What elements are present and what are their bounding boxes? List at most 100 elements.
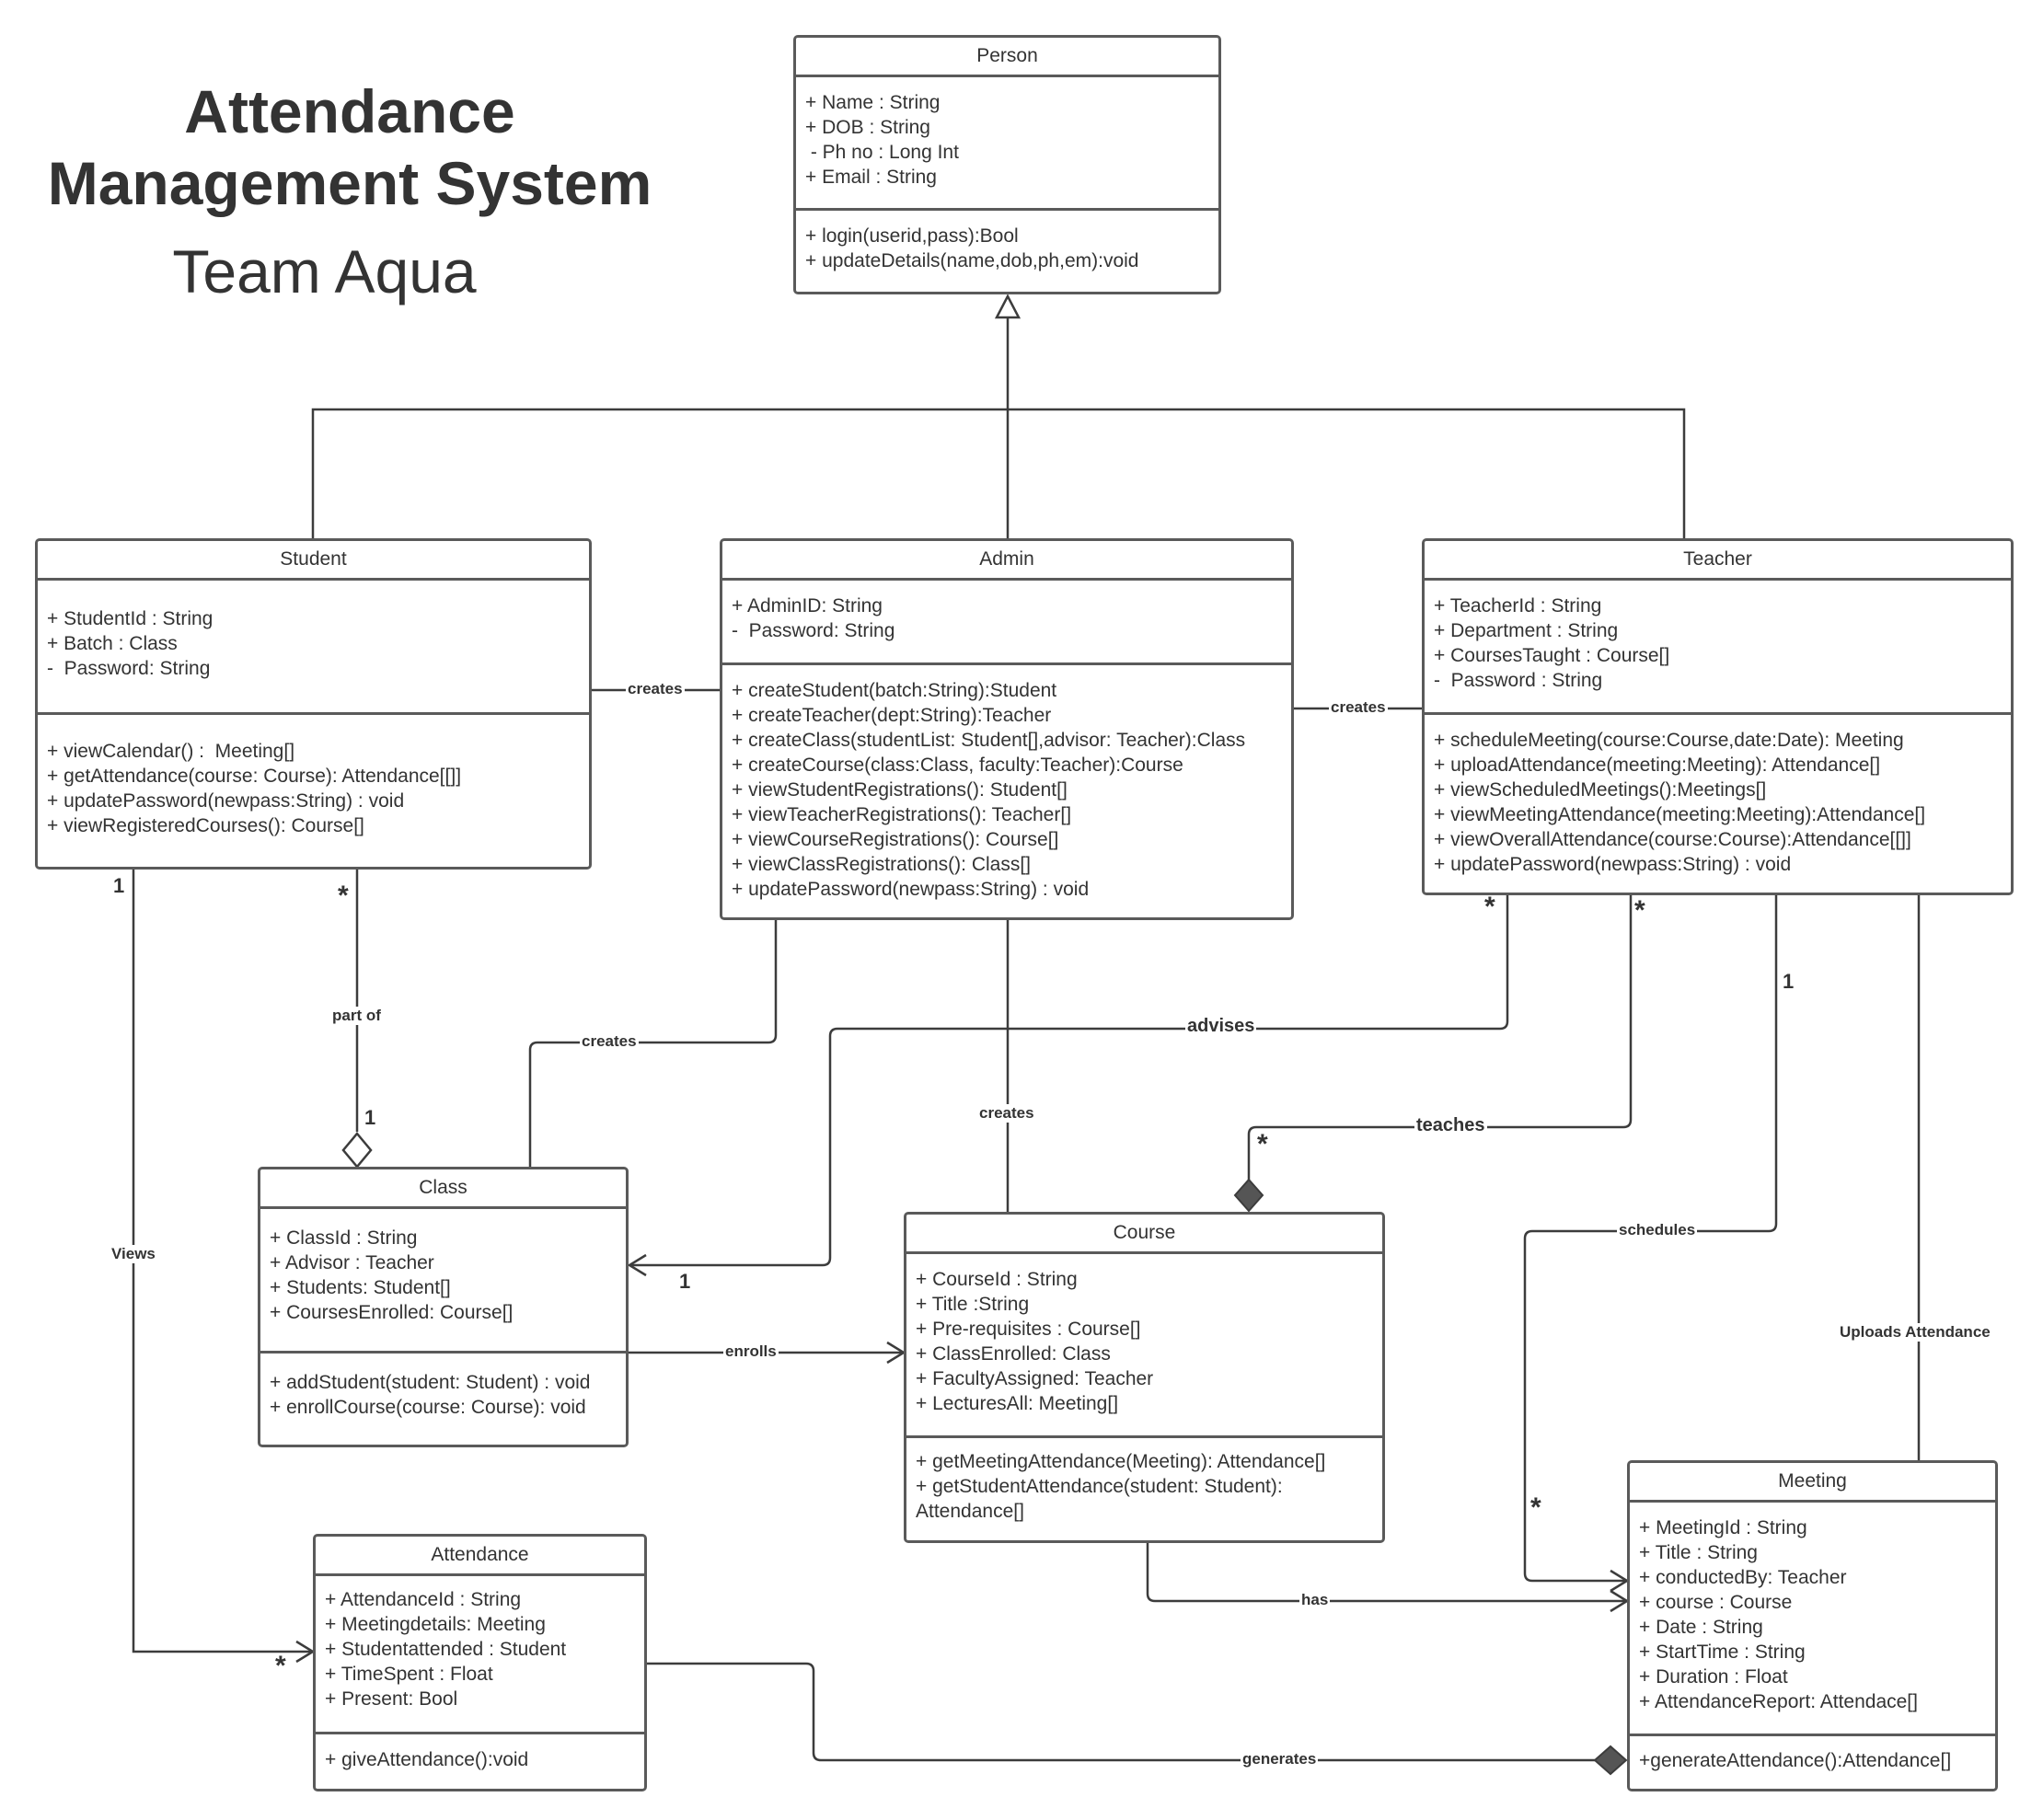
attribute: + AdminID: String xyxy=(732,595,883,616)
method: + giveAttendance():void xyxy=(325,1749,529,1770)
multiplicity: * xyxy=(338,881,349,911)
attributes: + AdminID: String - Password: String xyxy=(722,581,1291,665)
composition-diamond-meeting xyxy=(1593,1745,1628,1776)
class-name: Attendance xyxy=(316,1537,644,1576)
attribute: + TeacherId : String xyxy=(1434,595,1602,616)
generalization-arrowhead xyxy=(994,294,1022,319)
method: + viewClassRegistrations(): Class[] xyxy=(732,854,1032,875)
attribute: + Name : String xyxy=(805,92,941,113)
attribute: + DOB : String xyxy=(805,117,930,138)
attribute: + Batch : Class xyxy=(47,633,178,654)
attribute: + Meetingdetails: Meeting xyxy=(325,1614,546,1635)
methods: + giveAttendance():void xyxy=(316,1734,644,1772)
method: Attendance[] xyxy=(916,1501,1024,1522)
attribute: + course : Course xyxy=(1639,1592,1793,1613)
method: + createClass(studentList: Student[],adv… xyxy=(732,730,1246,751)
relation-label-student-class: part of xyxy=(330,1007,383,1025)
attribute: + ClassEnrolled: Class xyxy=(916,1343,1111,1365)
method: + addStudent(student: Student) : void xyxy=(270,1372,591,1393)
method: + login(userid,pass):Bool xyxy=(805,225,1019,247)
class-person: Person + Name : String + DOB : String - … xyxy=(793,35,1221,294)
methods: +generateAttendance():Attendance[] xyxy=(1630,1736,1995,1773)
relation-label-student-attendance: Views xyxy=(110,1245,157,1263)
method: + createTeacher(dept:String):Teacher xyxy=(732,705,1052,726)
attribute: + AttendanceId : String xyxy=(325,1589,522,1610)
multiplicity: * xyxy=(1530,1492,1541,1523)
relation-label-admin-class: creates xyxy=(580,1032,639,1051)
method: + uploadAttendance(meeting:Meeting): Att… xyxy=(1434,754,1881,776)
attribute: + Title :String xyxy=(916,1294,1030,1315)
methods: + scheduleMeeting(course:Course,date:Dat… xyxy=(1425,715,2011,877)
relation-label-teacher-course: teaches xyxy=(1414,1115,1487,1135)
attribute: + Pre-requisites : Course[] xyxy=(916,1319,1141,1340)
class-name: Person xyxy=(796,38,1218,77)
multiplicity: * xyxy=(1484,892,1495,922)
method: + updatePassword(newpass:String) : void xyxy=(732,879,1090,900)
advises-arrowhead xyxy=(627,1253,647,1277)
attribute: + CourseId : String xyxy=(916,1269,1078,1290)
method: + getStudentAttendance(student: Student)… xyxy=(916,1476,1283,1497)
method: + viewOverallAttendance(course:Course):A… xyxy=(1434,829,1911,850)
class-meeting: Meeting + MeetingId : String + Title : S… xyxy=(1627,1460,1998,1791)
aggregation-diamond xyxy=(341,1132,373,1169)
method: + createCourse(class:Class, faculty:Teac… xyxy=(732,754,1183,776)
attributes: + MeetingId : String + Title : String + … xyxy=(1630,1503,1995,1736)
relation-label-course-meeting: has xyxy=(1299,1591,1331,1609)
attribute: + Email : String xyxy=(805,167,937,188)
attributes: + TeacherId : String + Department : Stri… xyxy=(1425,581,2011,715)
class-name: Admin xyxy=(722,541,1291,581)
attribute: + Students: Student[] xyxy=(270,1277,451,1298)
relation-label-admin-student: creates xyxy=(626,680,685,698)
class-teacher: Teacher + TeacherId : String + Departmen… xyxy=(1422,538,2014,895)
method: + viewScheduledMeetings():Meetings[] xyxy=(1434,779,1767,801)
method: + viewCalendar() : Meeting[] xyxy=(47,741,295,762)
method: + enrollCourse(course: Course): void xyxy=(270,1397,586,1418)
multiplicity: 1 xyxy=(364,1106,376,1129)
diagram-subtitle: Team Aqua xyxy=(172,237,477,305)
attributes: + ClassId : String + Advisor : Teacher +… xyxy=(260,1209,626,1353)
attribute: + Department : String xyxy=(1434,620,1619,641)
course-meeting-line xyxy=(1146,1543,1627,1603)
teacher-course-line xyxy=(1247,895,1633,1180)
attribute: + MeetingId : String xyxy=(1639,1517,1807,1538)
multiplicity: * xyxy=(275,1651,286,1681)
class-student: Student + StudentId : String + Batch : C… xyxy=(35,538,592,870)
attribute: - Ph no : Long Int xyxy=(805,142,959,163)
attribute: + CoursesTaught : Course[] xyxy=(1434,645,1670,666)
method: +generateAttendance():Attendance[] xyxy=(1639,1750,1952,1771)
attribute: + CoursesEnrolled: Course[] xyxy=(270,1302,514,1323)
attribute: + conductedBy: Teacher xyxy=(1639,1567,1847,1588)
methods: + getMeetingAttendance(Meeting): Attenda… xyxy=(906,1438,1382,1524)
student-attendance-line xyxy=(132,870,313,1653)
attribute: + Duration : Float xyxy=(1639,1666,1788,1688)
method: + viewMeetingAttendance(meeting:Meeting)… xyxy=(1434,804,1926,825)
class-admin: Admin + AdminID: String - Password: Stri… xyxy=(720,538,1294,920)
attribute: + Title : String xyxy=(1639,1542,1758,1563)
attribute: + StudentId : String xyxy=(47,608,214,629)
multiplicity: 1 xyxy=(113,874,125,897)
admin-class-line xyxy=(528,920,778,1167)
attribute: + Present: Bool xyxy=(325,1688,458,1710)
class-name: Student xyxy=(38,541,589,581)
class-name: Teacher xyxy=(1425,541,2011,581)
methods: + createStudent(batch:String):Student + … xyxy=(722,665,1291,902)
method: + viewRegisteredCourses(): Course[] xyxy=(47,815,364,836)
multiplicity: 1 xyxy=(679,1270,691,1293)
attribute: - Password : String xyxy=(1434,670,1603,691)
attribute: + Studentattended : Student xyxy=(325,1639,567,1660)
teacher-meeting-schedules-line xyxy=(1523,895,1778,1583)
multiplicity: * xyxy=(1634,895,1645,926)
methods: + viewCalendar() : Meeting[] + getAttend… xyxy=(38,715,589,838)
class-name: Meeting xyxy=(1630,1463,1995,1503)
method: + viewStudentRegistrations(): Student[] xyxy=(732,779,1068,801)
relation-label-teacher-meeting-schedules: schedules xyxy=(1617,1221,1698,1239)
method: + updatePassword(newpass:String) : void xyxy=(1434,854,1792,875)
attribute: + Advisor : Teacher xyxy=(270,1252,434,1273)
title-line-2: Management System xyxy=(47,149,652,217)
composition-diamond-course xyxy=(1233,1178,1264,1213)
attributes: + Name : String + DOB : String - Ph no :… xyxy=(796,77,1218,211)
relation-label-teacher-class: advises xyxy=(1185,1016,1257,1036)
attribute: - Password: String xyxy=(732,620,895,641)
attribute: + ClassId : String xyxy=(270,1227,418,1249)
class-name: Class xyxy=(260,1169,626,1209)
